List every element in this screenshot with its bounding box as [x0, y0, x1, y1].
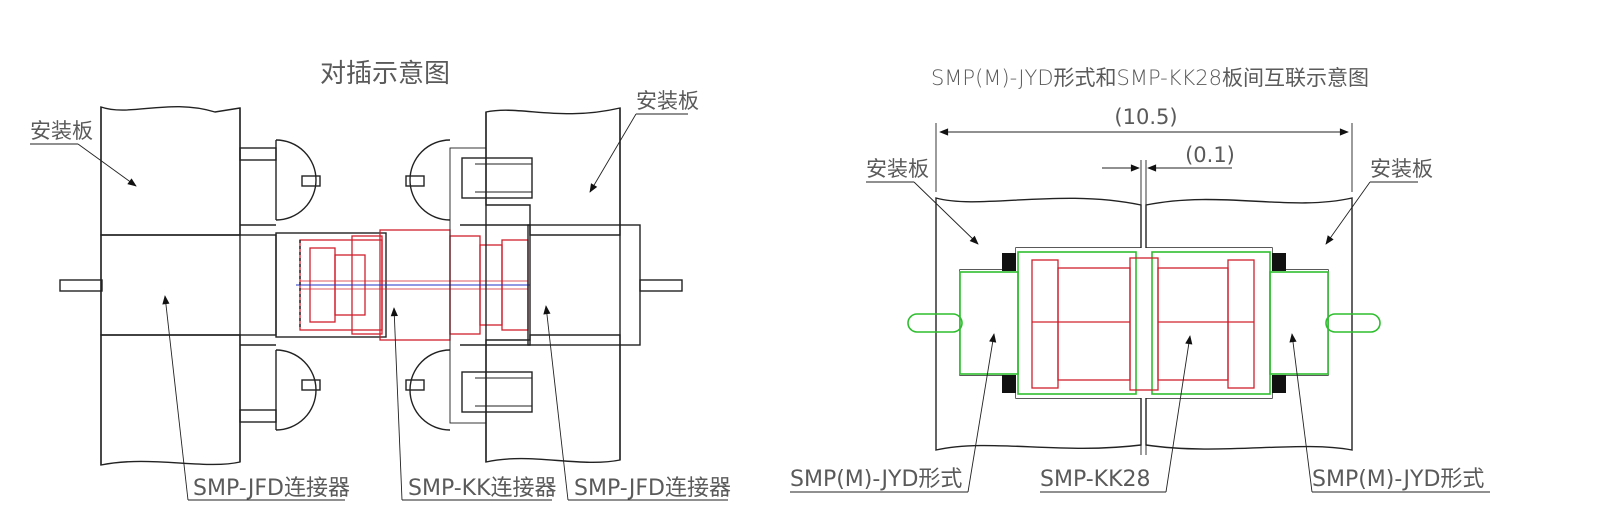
right-left-mount-label: 安装板 — [866, 157, 929, 181]
kk28-adapter — [1031, 257, 1255, 391]
left-mounting-plate — [100, 106, 241, 466]
left-mount-label: 安装板 — [30, 119, 93, 143]
right-mounting-plates — [935, 197, 1353, 451]
overall-dimension: (10.5) — [935, 105, 1353, 192]
jyd-connectors — [907, 251, 1381, 395]
right-right-mount-label: 安装板 — [1370, 157, 1433, 181]
mid-kk-connector — [296, 229, 530, 341]
right-connector-callout: SMP-JFD连接器 — [574, 476, 731, 501]
mid-connector-callout: SMP-KK连接器 — [408, 476, 557, 501]
kk28-callout: SMP-KK28 — [1040, 467, 1151, 492]
left-screws — [239, 139, 321, 431]
right-screws — [405, 139, 451, 431]
right-left-connector-callout: SMP(M)-JYD形式 — [790, 467, 962, 492]
gap-dimension-text: (0.1) — [1185, 143, 1235, 167]
left-connector-callout: SMP-JFD连接器 — [193, 476, 350, 501]
left-diagram: 对插示意图 — [30, 59, 731, 501]
right-jfd-connector-body — [449, 147, 683, 424]
right-diagram: SMP(M)-JYD形式和SMP-KK28板间互联示意图 (10.5) (0.1… — [790, 66, 1490, 493]
overall-dimension-text: (10.5) — [1114, 105, 1177, 129]
right-right-connector-callout: SMP(M)-JYD形式 — [1312, 467, 1484, 492]
right-diagram-title: SMP(M)-JYD形式和SMP-KK28板间互联示意图 — [931, 66, 1369, 90]
left-diagram-title: 对插示意图 — [320, 59, 450, 89]
right-mount-label: 安装板 — [636, 89, 699, 113]
